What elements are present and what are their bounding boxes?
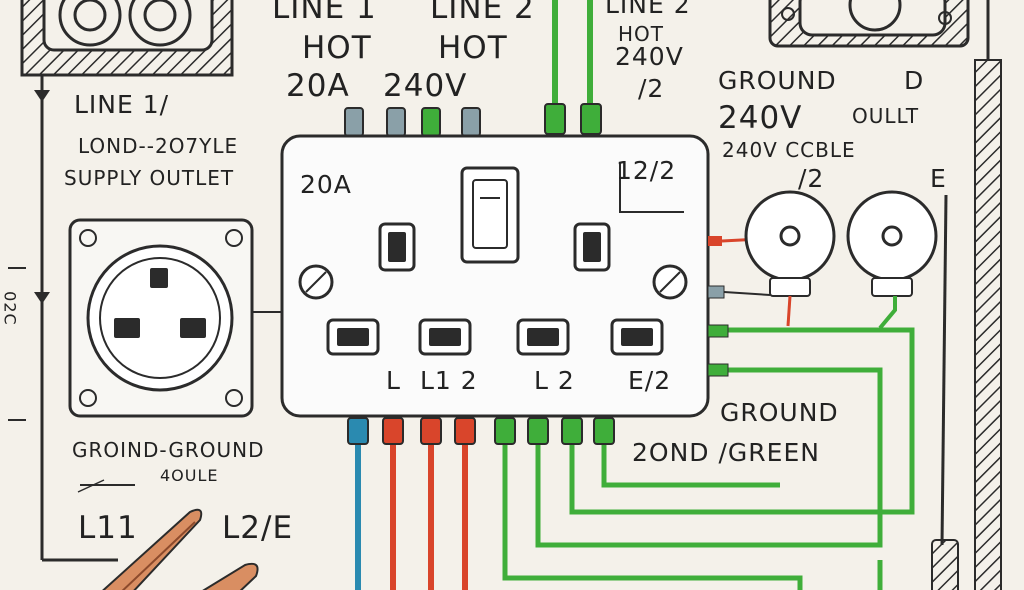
label-panel-amps: 20A [300,170,352,199]
left-socket-outlet [68,218,282,418]
label-hot-3: HOT [618,22,664,46]
label-terminal-e2: E/2 [628,366,672,395]
label-line1-top: LINE 1 [272,0,377,26]
label-supply-outlet: SUPPLY OUTLET [64,166,235,190]
label-line1-left: LINE 1/ [74,90,170,119]
label-line2-top: LINE 2 [430,0,535,26]
top-terminals [344,0,602,137]
label-ground-right: GROUND [718,66,837,95]
label-lond: LOND--2O7YLE [78,134,239,158]
label-terminal-l: L [386,366,401,395]
label-240v-cable: 240V CCBLE [722,138,856,162]
label-volts-top: 240V [383,68,468,104]
wall-box-top-right [768,0,970,48]
bottom-wires [347,327,915,590]
label-oullt: OULLT [852,104,920,128]
label-hot-2: HOT [438,30,508,66]
label-e-right: E [930,164,947,193]
label-amps-top: 20A [286,68,350,104]
right-side-leads [707,236,781,377]
label-240v-outlet: 240V [718,100,803,136]
label-d-right: D [904,66,925,95]
probe-tool-right [931,194,959,590]
label-groind-ground: GROIND-GROUND [72,438,265,462]
wall-box-top-left [20,0,234,77]
label-slash2-right: /2 [638,74,665,103]
right-round-terminals [744,190,938,330]
label-terminal-l2: L 2 [534,366,575,395]
label-hot-1: HOT [302,30,372,66]
main-outlet-panel [280,134,710,418]
label-l2e: L2/E [222,510,294,546]
label-line2-right: LINE 2 [605,0,691,19]
left-vertical-wire [8,75,118,562]
label-240v-right: 240V [615,42,684,71]
label-cable-slash: /2 [798,164,825,193]
label-ground-mid: GROUND [720,398,839,427]
label-side-tag: 02C [0,291,20,326]
label-terminal-l12: L1 2 [420,366,478,395]
label-panel-code: 12/2 [616,156,677,185]
hand-tools-bottom-left [77,479,259,590]
label-aoulle: 4OULE [160,466,219,485]
label-l11: L11 [78,510,138,546]
label-ground-green: 2OND /GREEN [632,438,820,467]
right-hatched-strip [974,0,1002,590]
